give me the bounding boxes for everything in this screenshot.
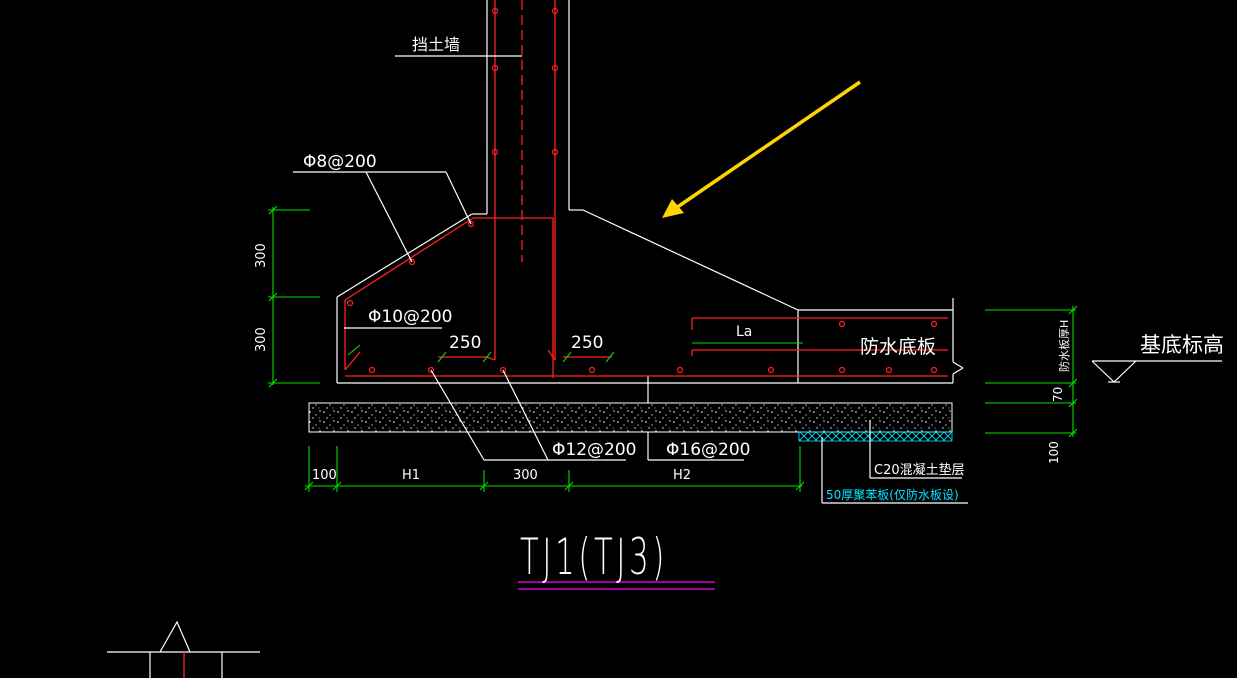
label-cushion: C20混凝土垫层	[874, 462, 965, 478]
dim-bottom-2: H1	[402, 468, 420, 483]
label-anchor: La	[736, 324, 752, 340]
cushion-layer	[308, 402, 953, 433]
label-stirrup-top: Φ8@200	[303, 152, 377, 172]
dim-right-bottom: 100	[1047, 441, 1061, 464]
pointer-arrow	[662, 80, 861, 218]
dim-right-mid: 70	[1051, 387, 1065, 402]
wall-outline	[336, 0, 964, 460]
label-bar-mid: Φ10@200	[368, 307, 452, 327]
label-bar-bottom-right: Φ16@200	[666, 440, 750, 460]
insulation-board	[798, 431, 953, 442]
drawing-title: TJ1(TJ3)	[520, 528, 668, 586]
dim-left-upper: 300	[254, 243, 269, 268]
rebar-dots	[346, 7, 938, 374]
dim-bottom-3: 300	[513, 468, 538, 483]
leader-lines	[293, 55, 1222, 504]
label-waterproof-slab: 防水底板	[860, 336, 936, 358]
label-retaining-wall: 挡土墙	[412, 35, 460, 54]
label-bend-right: 250	[571, 333, 603, 353]
partial-detail-symbol	[107, 620, 260, 678]
rebar	[344, 0, 948, 378]
label-base-elevation: 基底标高	[1140, 333, 1224, 357]
dim-bottom-1: 100	[312, 468, 337, 483]
dim-left-lower: 300	[254, 327, 269, 352]
label-bar-bottom-left: Φ12@200	[552, 440, 636, 460]
label-bend-left: 250	[449, 333, 481, 353]
dim-bottom-4: H2	[673, 468, 691, 483]
dim-slab-thickness: 防水板厚H	[1057, 320, 1071, 372]
dimension-lines	[268, 205, 1078, 492]
label-protect-board: 50厚聚苯板(仅防水板设)	[826, 487, 959, 502]
